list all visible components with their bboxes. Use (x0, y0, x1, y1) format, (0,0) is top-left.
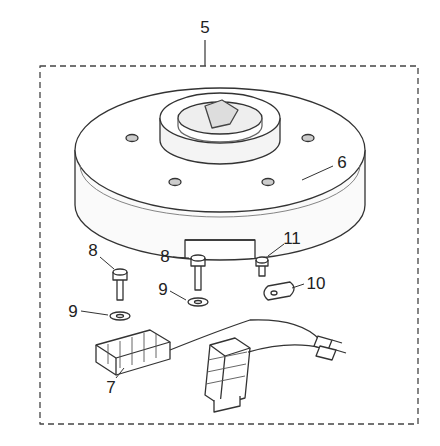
callout-number: 8 (88, 242, 97, 259)
callout-number: 10 (307, 275, 326, 292)
stator-body (75, 88, 365, 260)
leader-line (204, 40, 205, 66)
callout-number: 11 (283, 230, 301, 247)
wire-connector (314, 336, 346, 360)
clamp-screw (256, 257, 294, 300)
screw (110, 269, 130, 320)
leader-line (81, 166, 333, 378)
callout-number: 9 (158, 281, 167, 298)
callout-number: 7 (106, 379, 115, 396)
screw (188, 255, 208, 306)
callout-number: 8 (160, 248, 169, 265)
callout-number: 9 (68, 303, 77, 320)
group-outline (40, 66, 418, 424)
callout-number: 6 (337, 154, 346, 171)
pulser-coil (205, 338, 322, 412)
callout-number: 5 (200, 19, 209, 36)
